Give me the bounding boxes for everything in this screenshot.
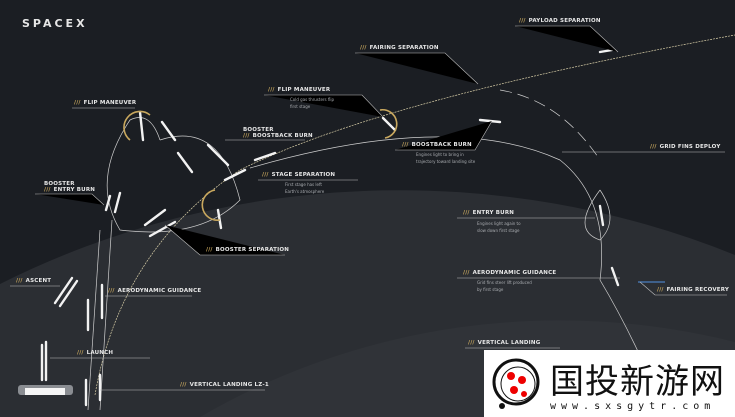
trajectories	[87, 34, 735, 411]
side-booster-descent-2	[87, 229, 101, 411]
label-flip-maneuver-left: ///FLIP MANEUVER	[74, 100, 137, 106]
watermark: 国投新游网 www.sxsgytr.com	[484, 350, 735, 417]
label-grid-fins-deploy: ///GRID FINS DEPLOY	[650, 144, 721, 150]
label-booster-separation: ///BOOSTER SEPARATION	[206, 247, 290, 253]
spacex-logo: SPACEX	[22, 17, 88, 30]
label-fairing-separation: ///FAIRING SEPARATION	[360, 45, 439, 51]
label-vertical-landing-right: ///VERTICAL LANDING	[468, 340, 541, 346]
label-ascent: ///ASCENT	[16, 278, 52, 284]
label-aerodynamic-guidance-right: ///AERODYNAMIC GUIDANCE	[463, 270, 557, 276]
fairing-trajectory	[499, 89, 601, 161]
label-vertical-landing-lz1: ///VERTICAL LANDING LZ-1	[180, 382, 269, 388]
label-boostback-burn: ///BOOSTBACK BURN	[402, 142, 472, 148]
watermark-url: www.sxsgytr.com	[550, 401, 716, 412]
ascent-trajectory	[94, 34, 735, 396]
label-entry-burn: ///ENTRY BURN	[463, 210, 515, 216]
label-booster-boostback-burn: BOOSTER///BOOSTBACK BURN	[243, 127, 313, 139]
booster-return-trajectory	[249, 136, 661, 401]
launch-pad-base	[25, 388, 65, 395]
label-fairing-recovery: ///FAIRING RECOVERY	[657, 287, 730, 293]
label-booster-entry-burn: BOOSTER///ENTRY BURN	[44, 181, 96, 193]
label-launch: ///LAUNCH	[77, 350, 114, 356]
rocket-stages	[40, 48, 620, 407]
label-flip-maneuver-upper: ///FLIP MANEUVER	[268, 87, 331, 93]
label-aerodynamic-guidance-left: ///AERODYNAMIC GUIDANCE	[108, 288, 202, 294]
callout-lines	[10, 25, 727, 391]
flip-arcs	[123, 108, 398, 221]
watermark-logo-icon	[492, 358, 540, 409]
label-payload-separation: ///PAYLOAD SEPARATION	[519, 18, 601, 24]
entry-burn-loop	[584, 189, 611, 241]
watermark-name: 国投新游网	[550, 362, 725, 402]
label-stage-separation: ///STAGE SEPARATION	[262, 172, 336, 178]
side-booster-loop	[106, 117, 241, 233]
side-booster-descent-1	[99, 219, 113, 411]
